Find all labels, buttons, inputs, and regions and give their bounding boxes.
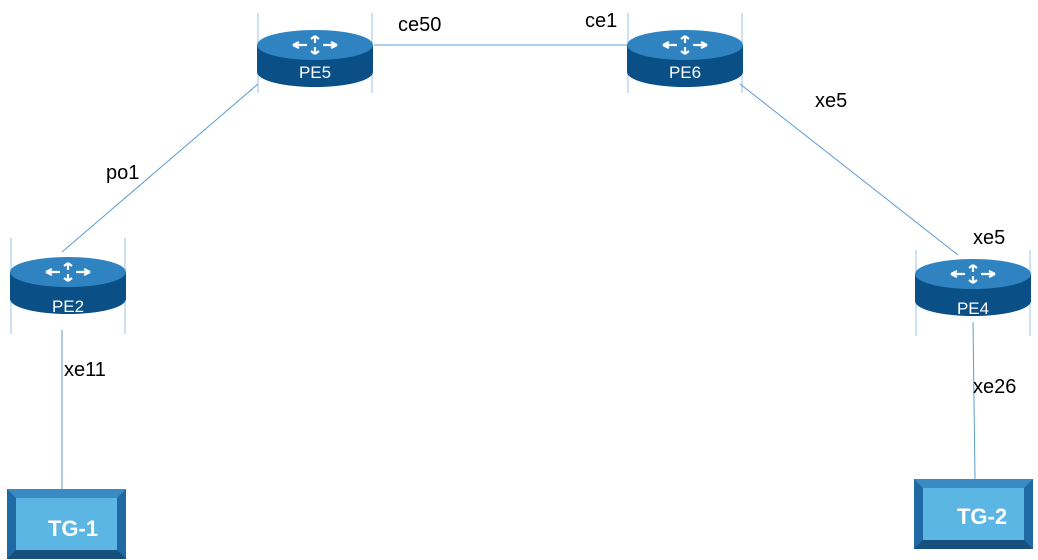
tg-label: TG-2 bbox=[957, 504, 1007, 529]
router-pe6[interactable]: PE6 bbox=[627, 13, 743, 93]
port-label-ce50: ce50 bbox=[398, 14, 441, 36]
router-pe5[interactable]: PE5 bbox=[257, 13, 373, 93]
tg-label: TG-1 bbox=[48, 516, 98, 541]
port-label-xe26: xe26 bbox=[973, 376, 1016, 398]
port-label-xe11: xe11 bbox=[64, 359, 106, 381]
router-pe4[interactable]: PE4 bbox=[915, 250, 1031, 336]
router-label: PE6 bbox=[669, 63, 701, 82]
traffic-generator-tg1[interactable]: TG-1 bbox=[7, 489, 126, 559]
link-pe5-pe2 bbox=[61, 83, 259, 253]
port-label-xe5-pe4: xe5 bbox=[973, 227, 1005, 249]
port-label-po1: po1 bbox=[106, 162, 139, 184]
link-pe4-tg2 bbox=[972, 321, 976, 481]
router-label: PE2 bbox=[52, 297, 84, 316]
router-label: PE5 bbox=[299, 63, 331, 82]
port-label-ce1: ce1 bbox=[585, 10, 617, 32]
port-label-xe5-pe6: xe5 bbox=[815, 90, 847, 112]
link-pe6-pe4 bbox=[739, 83, 959, 256]
router-pe2[interactable]: PE2 bbox=[10, 238, 126, 334]
router-label: PE4 bbox=[957, 299, 989, 318]
traffic-generator-tg2[interactable]: TG-2 bbox=[914, 479, 1033, 549]
